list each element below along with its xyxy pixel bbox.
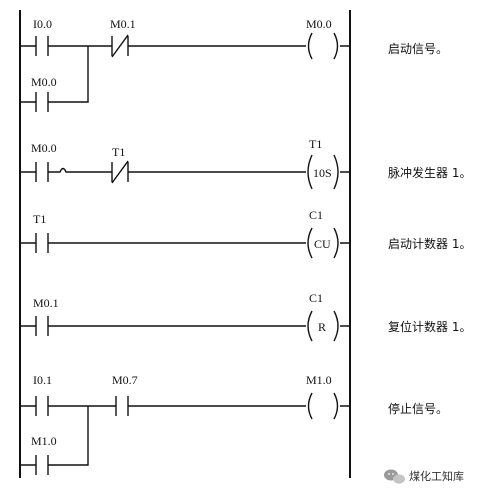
contact-no: [35, 316, 49, 336]
contact-label: M0.7: [112, 373, 138, 387]
watermark: 煤化工知库: [384, 469, 464, 484]
output-coil: [307, 32, 339, 60]
contact-no: [35, 162, 49, 182]
contact-label: M0.0: [31, 141, 57, 155]
watermark-text: 煤化工知库: [409, 469, 464, 483]
rung-4: M0.1 R C1 复位计数器 1。: [20, 291, 471, 342]
contact-no: [35, 396, 49, 416]
contact-no: [35, 455, 49, 475]
rung-comment: 启动计数器 1。: [388, 236, 471, 251]
rung-comment: 复位计数器 1。: [388, 319, 471, 334]
rung-5: I0.1 M0.7 M1.0 M1.0 停止信号。: [20, 373, 448, 475]
coil-label: T1: [309, 137, 322, 151]
contact-nc: [111, 34, 129, 58]
wechat-icon: [384, 469, 405, 484]
coil-label: C1: [309, 208, 323, 222]
counter-reset-input: R: [318, 320, 326, 334]
rung-comment: 脉冲发生器 1。: [388, 165, 471, 180]
coil-label: M0.0: [306, 17, 332, 31]
contact-label: I0.0: [33, 17, 52, 31]
contact-label: M0.1: [33, 296, 59, 310]
timer-preset: 10S: [313, 166, 332, 180]
counter-coil: [307, 227, 339, 259]
contact-no: [115, 396, 129, 416]
rung-1: I0.0 M0.1 M0.0 M0.0 启动信号。: [20, 17, 448, 112]
contact-no: [35, 233, 49, 253]
contact-label: T1: [112, 145, 125, 159]
timer-coil: [307, 154, 339, 190]
branch-contact-label: M0.0: [31, 75, 57, 89]
contact-nc: [111, 160, 129, 184]
counter-reset-coil: [307, 310, 339, 342]
contact-no: [35, 92, 49, 112]
rung-2: M0.0 T1 10S T1 脉冲发生器 1。: [20, 137, 471, 190]
branch-contact-label: M1.0: [31, 434, 57, 448]
rung-comment: 启动信号。: [388, 42, 448, 56]
rung-comment: 停止信号。: [388, 401, 448, 416]
output-coil: [307, 392, 339, 420]
contact-no: [35, 36, 49, 56]
coil-label: M1.0: [306, 373, 332, 387]
coil-label: C1: [309, 291, 323, 305]
contact-label: I0.1: [33, 373, 52, 387]
contact-label: M0.1: [110, 17, 136, 31]
contact-label: T1: [33, 212, 46, 226]
counter-input: CU: [314, 237, 331, 251]
rung-3: T1 CU C1 启动计数器 1。: [20, 208, 471, 259]
